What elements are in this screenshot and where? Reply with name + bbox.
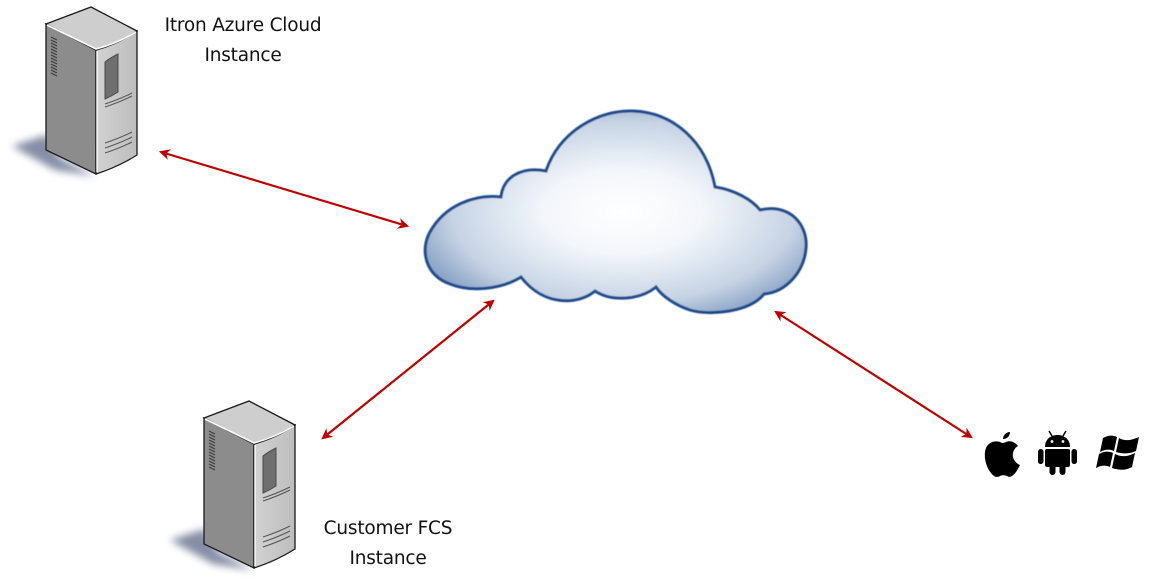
- server-icon-azure: [12, 7, 137, 176]
- arrow-devices-to-cloud: [774, 310, 973, 439]
- windows-icon: [1096, 435, 1139, 470]
- arrow-fcs-to-cloud: [321, 299, 495, 440]
- node-label-fcs-line-2: Instance: [349, 548, 427, 569]
- cloud-icon: [423, 109, 808, 315]
- node-label-fcs-line-1: Customer FCS: [323, 518, 453, 539]
- node-label-azure-line-2: Instance: [204, 45, 282, 66]
- node-label-azure-line-1: Itron Azure Cloud: [164, 15, 322, 36]
- android-icon: [1038, 430, 1077, 475]
- server-icon-fcs: [170, 401, 295, 570]
- arrow-azure-to-cloud: [158, 149, 410, 229]
- apple-icon: [984, 432, 1020, 477]
- platform-icons: [984, 430, 1139, 477]
- node-label-azure: Itron Azure Cloud Instance: [143, 11, 343, 71]
- node-label-fcs: Customer FCS Instance: [288, 514, 488, 574]
